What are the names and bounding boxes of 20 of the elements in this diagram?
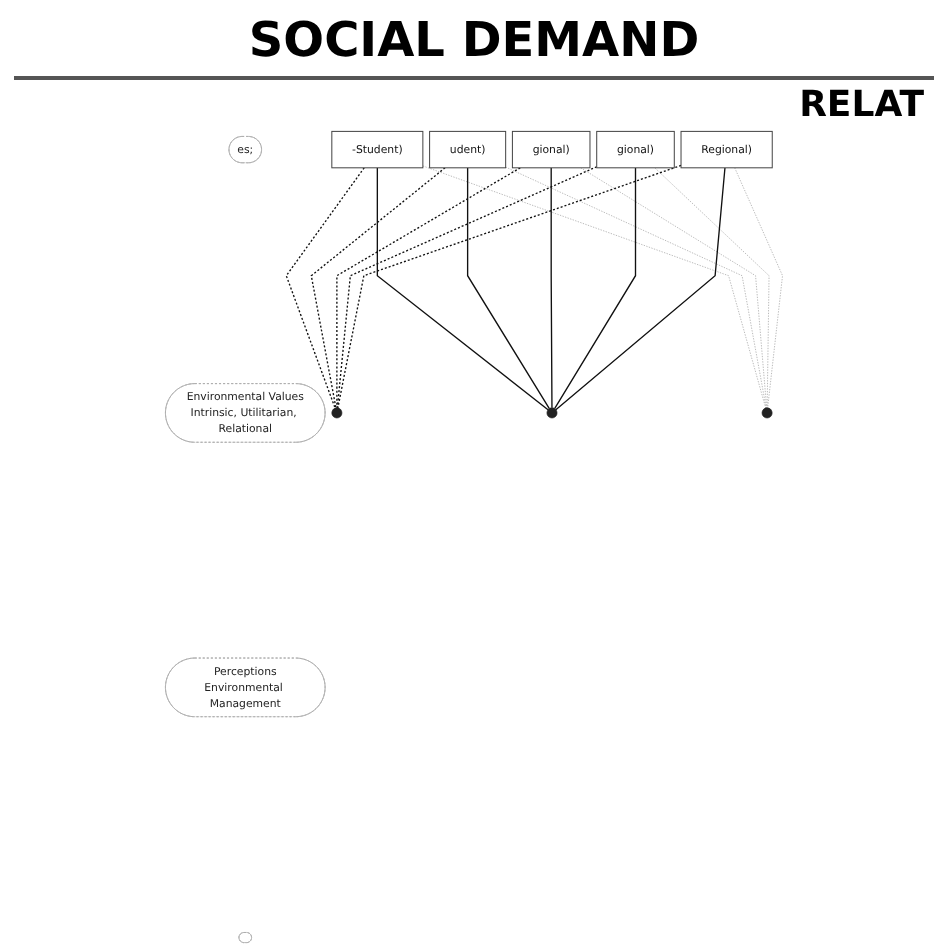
connector [555, 167, 726, 411]
connector [734, 167, 783, 409]
connector [580, 167, 767, 409]
connector [505, 166, 767, 409]
connector [422, 165, 767, 409]
connector [285, 167, 365, 409]
connector [336, 166, 598, 409]
connector [310, 167, 446, 409]
connector [466, 167, 550, 410]
connector [336, 167, 521, 409]
section-heading: RELAT [799, 84, 924, 126]
title: SOCIAL DEMAND [248, 12, 700, 68]
connector [654, 167, 770, 409]
connector [376, 167, 549, 411]
connector [337, 164, 682, 409]
node-circle [761, 407, 773, 419]
node-circle [331, 407, 343, 419]
connector [550, 167, 553, 409]
connector [553, 167, 637, 410]
node-circle [546, 407, 558, 419]
